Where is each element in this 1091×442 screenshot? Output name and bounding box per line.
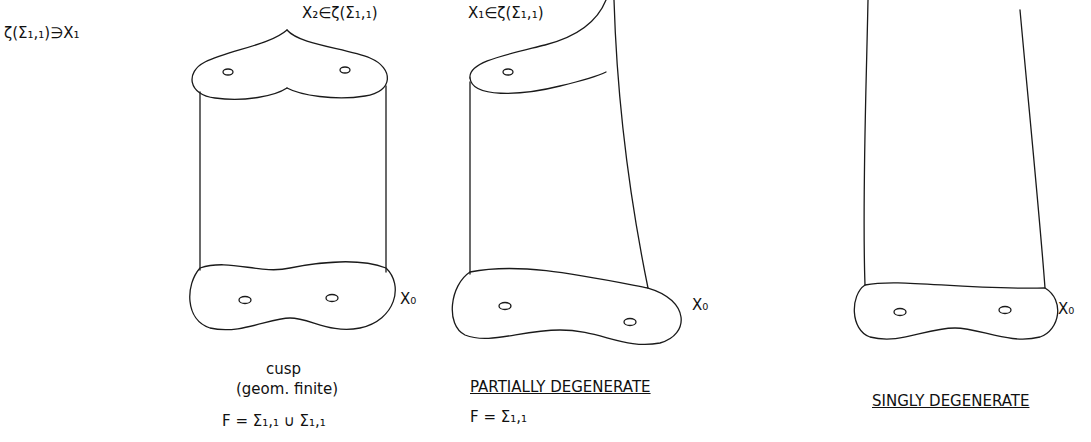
space-label: X₂∈ζ(Σ₁,₁) — [302, 4, 378, 22]
right-lobe — [287, 30, 387, 98]
end-type: SINGLY DEGENERATE — [872, 392, 1029, 410]
cylinder-side — [199, 92, 200, 270]
cylinder-side — [614, 0, 648, 288]
handle-mark — [239, 297, 251, 304]
left-lobe — [192, 30, 287, 99]
surface-label: X₀ — [400, 290, 416, 308]
handle-mark — [326, 295, 338, 302]
cylinder-side — [864, 0, 868, 285]
lobe — [470, 72, 606, 93]
handle-mark — [624, 319, 636, 326]
surface-formula: F = Σ₁,₁ — [470, 408, 527, 426]
end-type: cusp — [266, 360, 301, 378]
cylinder-side — [469, 82, 470, 274]
space-label: X₁∈ζ(Σ₁,₁) — [468, 4, 544, 22]
cylinder-side — [1020, 10, 1045, 288]
surface-label: X₀ — [692, 296, 708, 314]
handle-mark — [223, 69, 233, 75]
surface-label: X₀ — [1058, 300, 1074, 318]
handle-mark — [340, 67, 350, 73]
end-type-note: (geom. finite) — [236, 380, 338, 398]
cylinder-side — [385, 86, 386, 272]
handle-mark — [894, 309, 906, 316]
space-label: ζ(Σ₁,₁)∋X₁ — [4, 24, 80, 42]
handle-mark — [999, 307, 1011, 314]
handle-mark — [499, 303, 511, 310]
boundary-surface — [854, 283, 1057, 339]
boundary-surface — [452, 268, 681, 344]
handle-mark — [503, 69, 513, 75]
boundary-surface — [190, 262, 396, 330]
surface-formula: F = Σ₁,₁ ∪ Σ₁,₁ — [222, 412, 326, 430]
end-type: PARTIALLY DEGENERATE — [470, 378, 651, 396]
